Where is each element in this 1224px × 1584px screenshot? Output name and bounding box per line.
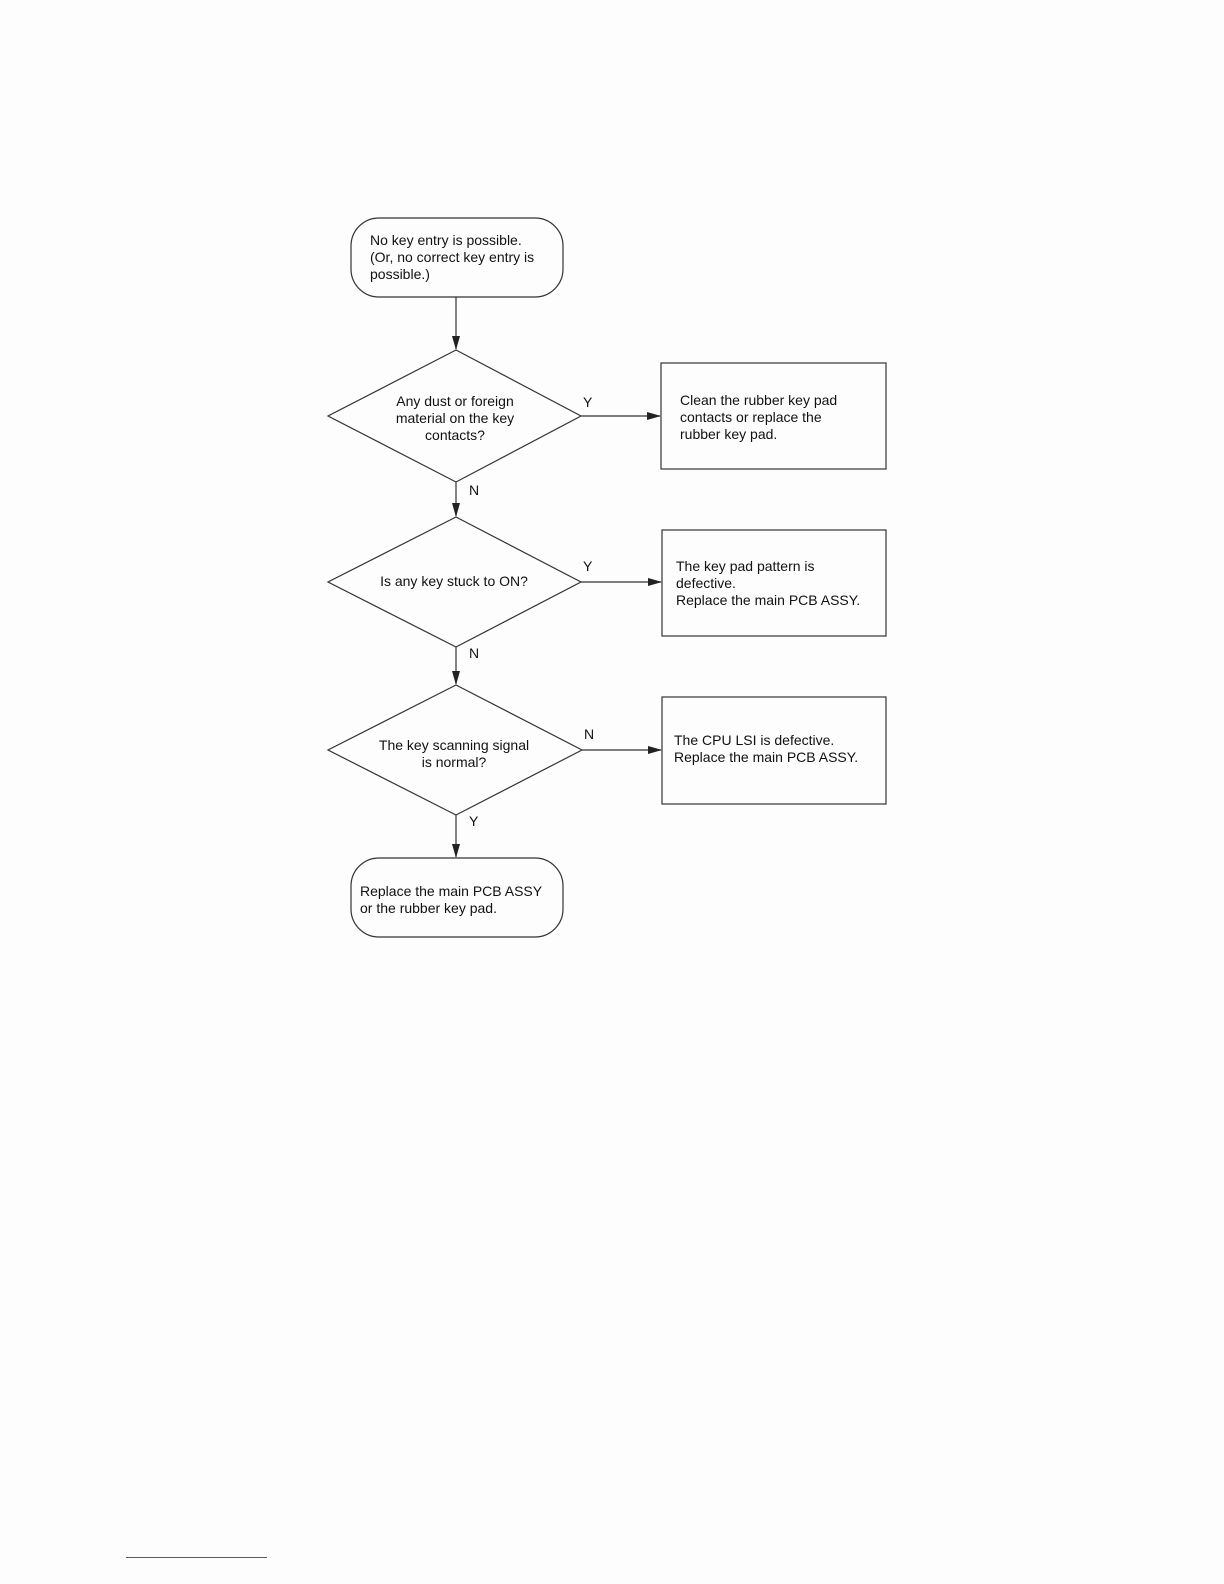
label-dust-yes: Y	[583, 394, 593, 410]
decision-dust-text: Any dust or foreign material on the key …	[395, 393, 515, 443]
action-cpu-text: The CPU LSI is defective. Replace the ma…	[674, 732, 859, 765]
end-terminator	[350, 857, 564, 938]
start-terminator	[350, 217, 564, 298]
label-stuck-yes: Y	[583, 558, 593, 574]
start-text: No key entry is possible. (Or, no correc…	[370, 232, 535, 282]
action-clean-text: Clean the rubber key pad contacts or rep…	[680, 392, 838, 442]
action-cpu-box	[661, 696, 887, 805]
action-pattern-text: The key pad pattern is defective. Replac…	[676, 558, 861, 608]
action-pattern-box	[661, 529, 887, 637]
label-stuck-no: N	[469, 645, 480, 661]
decision-scanning-text: The key scanning signal is normal?	[378, 737, 530, 770]
label-scan-yes: Y	[469, 813, 479, 829]
decision-stuck-text: Is any key stuck to ON?	[380, 573, 528, 589]
end-text: Replace the main PCB ASSY or the rubber …	[360, 883, 543, 916]
action-clean-box	[660, 362, 887, 470]
label-scan-no: N	[584, 726, 595, 742]
footer-rule	[126, 1557, 267, 1558]
label-dust-no: N	[469, 482, 480, 498]
